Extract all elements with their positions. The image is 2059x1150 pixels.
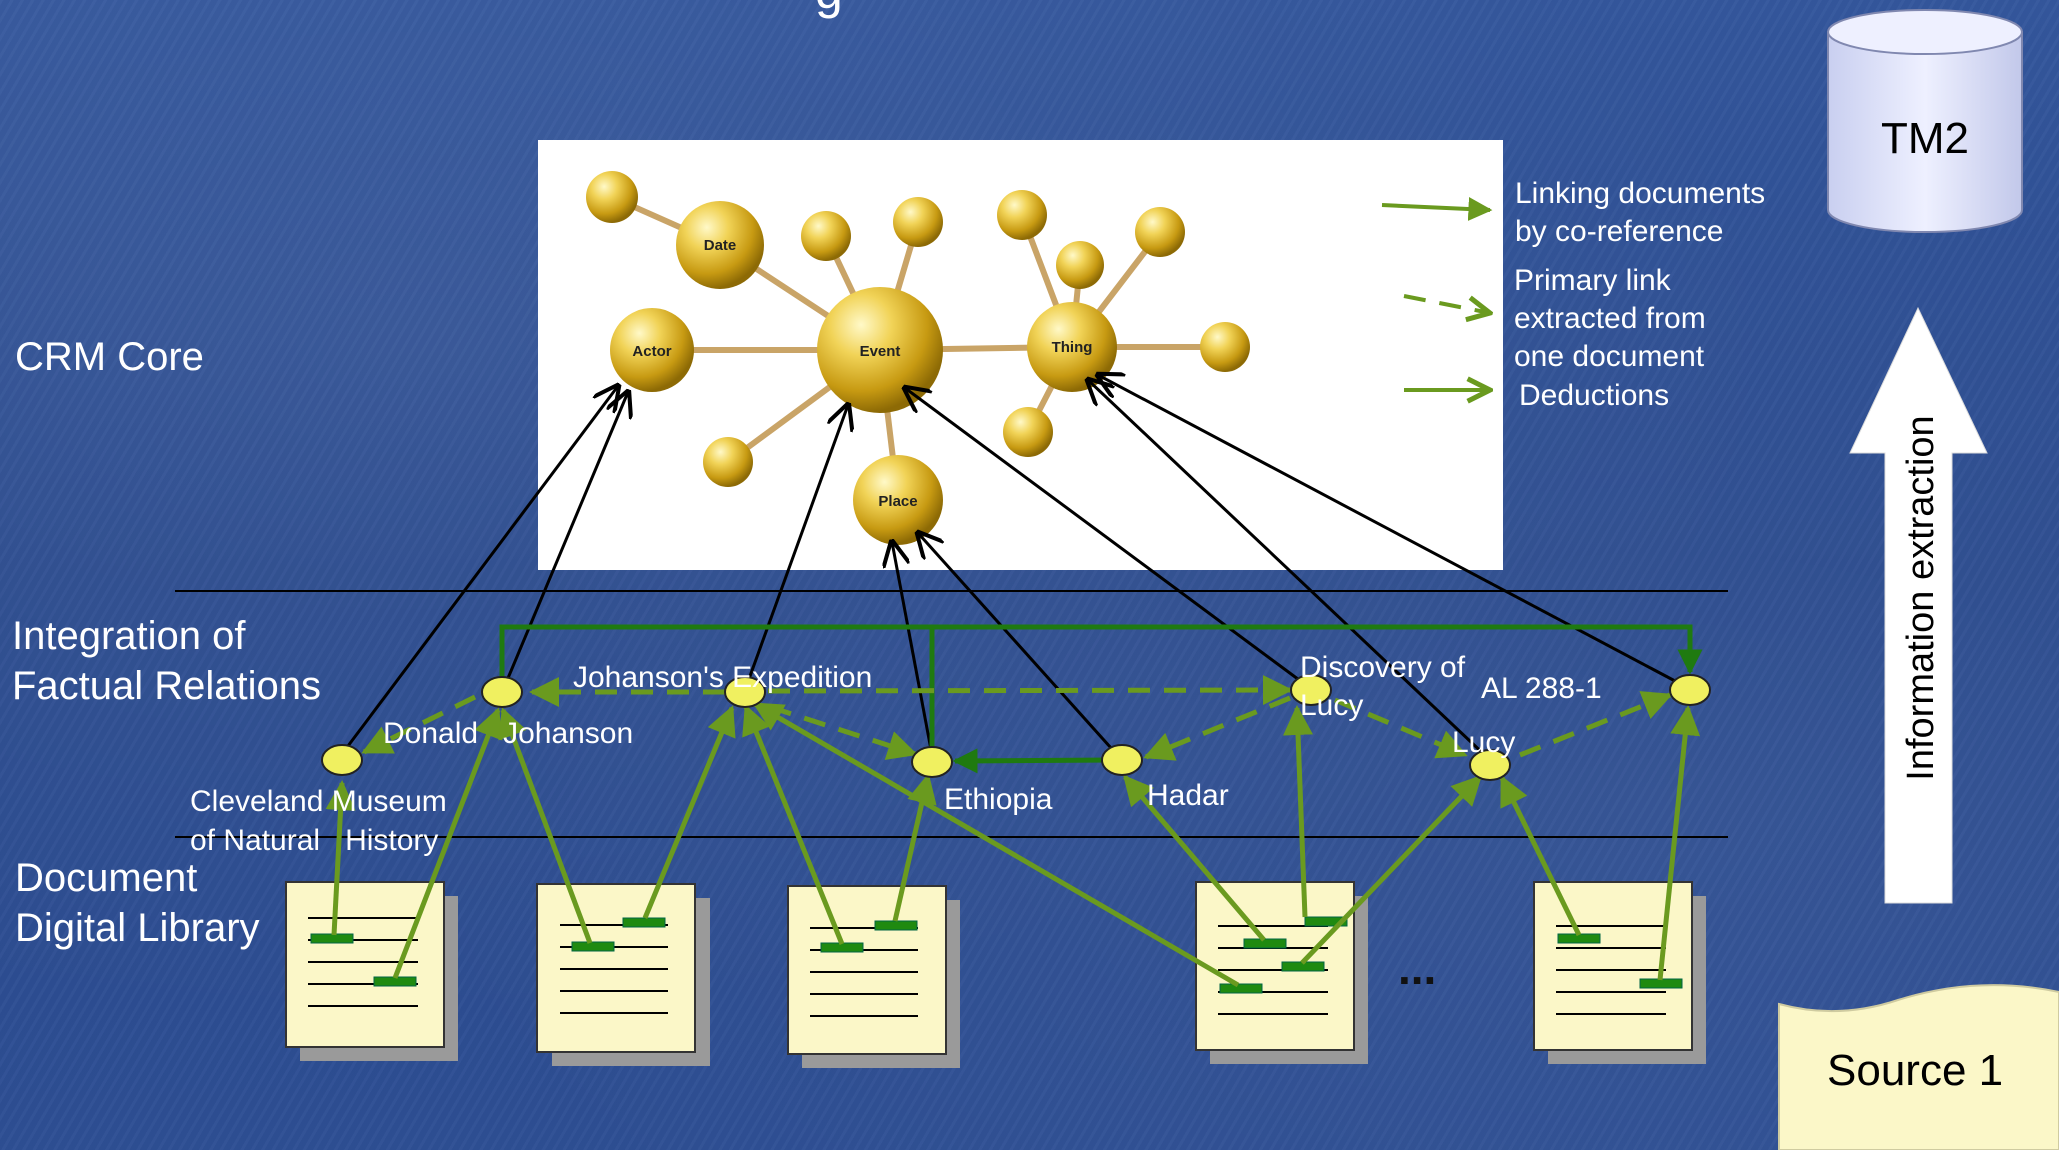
legend-deductions-text: Deductions xyxy=(1519,379,1669,412)
fact-node-discovery xyxy=(1290,674,1332,706)
fact-label-donald-johanson: Donald Johanson xyxy=(383,717,633,750)
document-1 xyxy=(285,881,458,1061)
crm-place-node xyxy=(853,455,943,545)
legend-primary-text: Primary link extracted from one document xyxy=(1514,264,1714,373)
legend-coreference-line: Linking documents xyxy=(1515,177,1765,210)
fact-label-lucy: Lucy xyxy=(1452,726,1515,759)
crm-thing-node xyxy=(1027,302,1117,392)
document-2 xyxy=(536,883,710,1066)
fact-label-cleveland-line: of Natural History xyxy=(190,824,438,857)
integration-label-line: Factual Relations xyxy=(12,664,321,708)
source-label: Source 1 xyxy=(1827,1046,2003,1095)
more-documents-ellipsis: ... xyxy=(1398,942,1436,994)
fact-label-ethiopia: Ethiopia xyxy=(944,783,1053,816)
crm-small-sphere xyxy=(1135,207,1185,257)
crm-small-sphere xyxy=(1200,322,1250,372)
crm-date-label: Date xyxy=(704,237,737,254)
legend-primary-arrow xyxy=(1403,294,1490,313)
fact-label-hadar: Hadar xyxy=(1147,779,1229,812)
fact-label-al288: AL 288-1 xyxy=(1481,672,1602,705)
crm-event-label: Event xyxy=(860,343,901,360)
integration-label: Integration of Factual Relations xyxy=(12,614,321,708)
crm-spheres xyxy=(586,171,1250,545)
fact-node-donald-johanson xyxy=(481,676,523,708)
fact-label-discovery: Discovery of Lucy xyxy=(1300,651,1473,722)
information-extraction-label: Information extraction xyxy=(1900,415,1942,780)
fact-node-hadar xyxy=(1101,744,1143,776)
legend-coreference-arrow xyxy=(1381,197,1493,221)
document-5 xyxy=(1533,881,1706,1064)
database-cylinder xyxy=(1827,9,2023,233)
crm-mapping-arrows xyxy=(343,375,1693,762)
legend-coreference-line: by co-reference xyxy=(1515,215,1723,248)
integration-label-line: Integration of xyxy=(12,614,246,658)
crm-small-sphere xyxy=(1003,407,1053,457)
document-library-label-line: Document xyxy=(15,856,197,900)
fact-node-ethiopia xyxy=(911,746,953,778)
source-document xyxy=(1778,984,2059,1150)
crm-event-node xyxy=(817,287,943,413)
crm-small-sphere xyxy=(1056,241,1104,289)
crm-actor-label: Actor xyxy=(632,343,671,360)
title-fragment: g xyxy=(815,0,843,19)
document-library-label-line: Digital Library xyxy=(15,906,260,950)
crm-small-sphere xyxy=(997,190,1047,240)
legend-primary-line: extracted from xyxy=(1514,302,1706,335)
fact-label-cleveland: Cleveland Museum of Natural History xyxy=(190,785,455,857)
crm-core-label: CRM Core xyxy=(15,335,204,379)
fact-label-expedition: Johanson's Expedition xyxy=(573,661,872,694)
crm-small-sphere xyxy=(801,211,851,261)
extraction-links xyxy=(325,701,1701,988)
database-label: TM2 xyxy=(1881,114,1969,163)
fact-node-al288 xyxy=(1669,674,1711,706)
fact-node-lucy xyxy=(1469,749,1511,781)
crm-small-sphere xyxy=(586,171,638,223)
crm-small-sphere xyxy=(703,437,753,487)
fact-label-discovery-line: Discovery of xyxy=(1300,651,1466,684)
fact-label-discovery-line: Lucy xyxy=(1300,689,1363,722)
legend-coreference-text: Linking documents by co-reference xyxy=(1515,177,1774,248)
legend-primary-line: Primary link xyxy=(1514,264,1672,297)
crm-place-label: Place xyxy=(878,493,917,510)
crm-thing-label: Thing xyxy=(1052,339,1093,356)
legend-primary-line: one document xyxy=(1514,340,1705,373)
crm-actor-node xyxy=(610,308,694,392)
primary-links xyxy=(361,675,1673,761)
crm-small-sphere xyxy=(893,197,943,247)
crm-date-node xyxy=(676,201,764,289)
fact-node-cleveland xyxy=(321,744,363,776)
information-extraction-arrow xyxy=(1849,306,1988,904)
document-library-label: Document Digital Library xyxy=(15,856,260,950)
document-3 xyxy=(787,885,960,1068)
fact-nodes xyxy=(321,674,1711,781)
fact-node-expedition xyxy=(724,676,766,708)
fact-label-cleveland-line: Cleveland Museum xyxy=(190,785,447,818)
